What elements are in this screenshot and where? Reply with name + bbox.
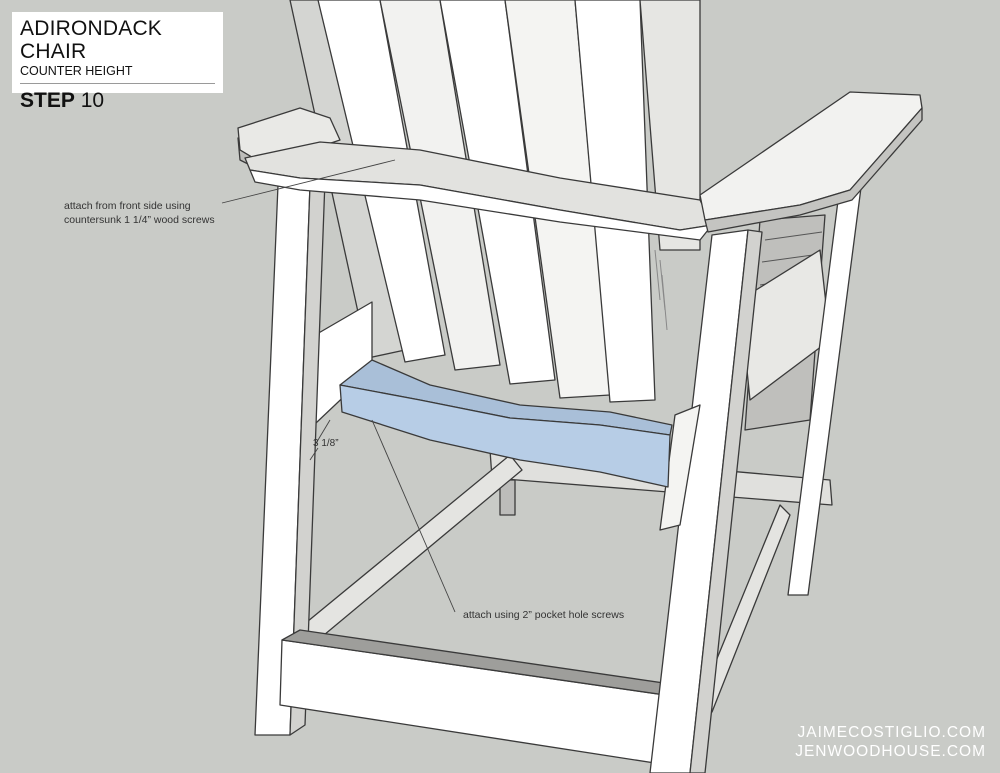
armrest-note-leader xyxy=(221,159,396,204)
step-number: 10 xyxy=(80,89,105,112)
right-front-leg-side xyxy=(689,229,763,773)
title-main: ADIRONDACK CHAIR xyxy=(20,17,163,63)
title-card: ADIRONDACK CHAIR COUNTER HEIGHT STEP 10 xyxy=(12,12,223,112)
dimension-tick xyxy=(309,447,319,461)
title-sub: COUNTER HEIGHT xyxy=(20,64,133,78)
pocket-hole-note: attach using 2” pocket hole screws xyxy=(463,609,625,621)
dimension-line xyxy=(314,419,331,446)
front-seat-rail[interactable] xyxy=(339,384,671,488)
step-word: STEP xyxy=(20,89,75,112)
title-divider xyxy=(20,83,215,84)
leader-lines xyxy=(221,159,456,613)
back-slat-7 xyxy=(639,0,701,251)
armrest-note-line1: attach from front side using xyxy=(64,200,191,212)
armrest-note: attach from front side using countersunk… xyxy=(64,199,215,227)
dimension-label: 3 1/8” xyxy=(313,438,339,449)
credit-line1: JAIMECOSTIGLIO.COM xyxy=(797,724,986,741)
right-armrest-edge xyxy=(704,107,923,233)
armrest-note-line2: countersunk 1 1/4” wood screws xyxy=(64,214,215,226)
credit-line2: JENWOODHOUSE.COM xyxy=(795,743,986,760)
step-label: STEP 10 xyxy=(20,89,215,113)
credits: JAIMECOSTIGLIO.COM JENWOODHOUSE.COM xyxy=(795,723,986,761)
left-lower-stretcher xyxy=(284,454,523,656)
pocket-hole-marks xyxy=(654,249,668,331)
right-inner-cleat xyxy=(659,404,701,531)
pocket-note-leader xyxy=(371,419,456,613)
front-arm-bar-front xyxy=(249,169,713,241)
right-front-leg xyxy=(649,229,749,773)
